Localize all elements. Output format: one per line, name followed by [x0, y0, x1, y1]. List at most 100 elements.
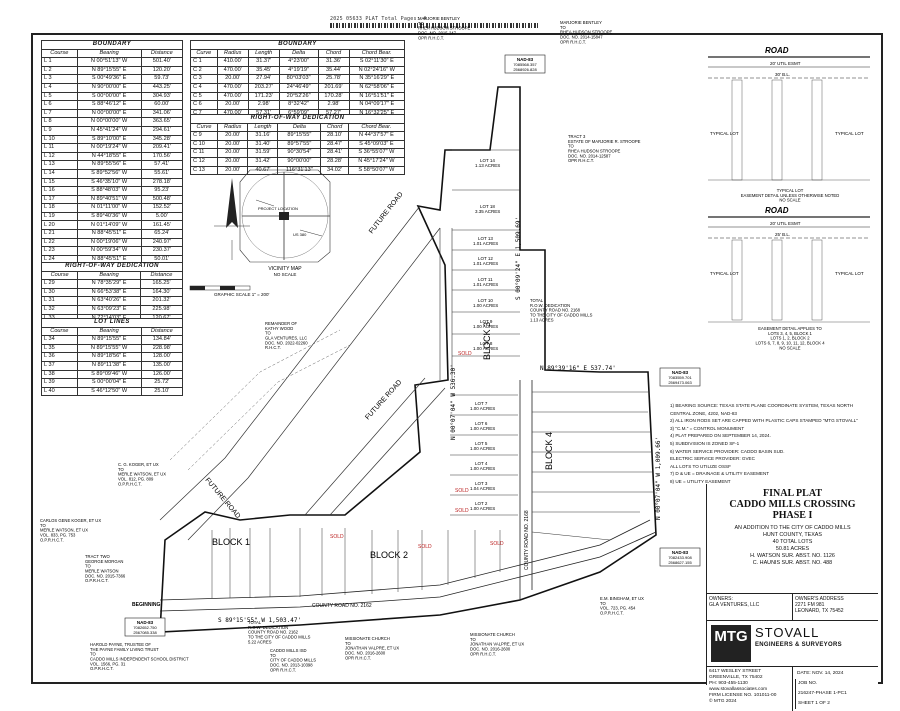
lot-acres: 1.00 ACRES [470, 506, 495, 511]
nad-box: NAD-83 7082652.750 2567085.338 [124, 617, 166, 637]
lot-labels: LOT 18 3.35 ACRES LOT 14 1.13 ACRES LOT … [470, 158, 500, 511]
sold-markers: SOLD SOLD SOLD SOLD SOLD SOLD [330, 351, 504, 550]
block-1-label: BLOCK 1 [212, 537, 250, 547]
svg-text:TYPICAL LOT: TYPICAL LOT [710, 271, 739, 276]
lot-acres: 1.01 ACRES [473, 282, 498, 287]
table-cell: 25.10' [140, 386, 184, 397]
plat-date: DATE: NOV. 14, 2024 [797, 671, 844, 676]
sheet-number: SHEET 1 OF 2 [795, 699, 876, 709]
svg-text:7083559.701: 7083559.701 [668, 375, 692, 380]
table-cell: 40.67' [247, 165, 279, 176]
lot-acres: 1.04 ACRES [470, 486, 495, 491]
road-easement-detail-1: ROAD 20' UTIL ESMT 30' B.L. TYPICAL LOT … [708, 46, 870, 203]
block-2-label: BLOCK 2 [370, 550, 408, 560]
title-block: FINAL PLAT CADDO MILLS CROSSING PHASE I … [706, 484, 878, 711]
drawing-number: 216247-PHASE 1-PC1 [795, 689, 876, 699]
svg-text:20' UTIL ESMT: 20' UTIL ESMT [770, 61, 801, 66]
lot-label: LOT 12 [478, 256, 493, 261]
bottom-long-bearing: S 89°15'55" W 1,503.47' [218, 617, 301, 624]
svg-text:30' B.L.: 30' B.L. [775, 72, 790, 77]
note-line: ALL LOTS TO UTILIZE OSSF [670, 463, 731, 469]
lot-acres: 1.00 ACRES [470, 406, 495, 411]
vicinity-map: PROJECT LOCATION US 380 VICINITY MAP NO … [239, 169, 331, 277]
sold-marker: SOLD [458, 351, 472, 357]
future-road-label-1: FUTURE ROAD [368, 191, 405, 235]
plat-title-line-2: CADDO MILLS CROSSING [729, 499, 856, 510]
svg-text:20' UTIL ESMT: 20' UTIL ESMT [770, 221, 801, 226]
mtg-logo-icon: MTG [711, 625, 751, 662]
note-line: 6) WATER SERVICE PROVIDER: CADDO BASIN S… [670, 448, 785, 454]
county-road-2168-label: COUNTY ROAD NO. 2168 [524, 510, 530, 570]
beginning-label: BEGINNING [132, 602, 160, 608]
svg-text:2569473.063: 2569473.063 [668, 380, 692, 385]
note-line: 8) UE = UTILITY EASEMENT [670, 478, 731, 484]
lot-label: LOT 11 [478, 277, 493, 282]
svg-text:7085568.357: 7085568.357 [513, 62, 537, 67]
note-line: 2) ALL IRON RODS SET ARE CAPPED WITH PLA… [670, 418, 858, 424]
lot-label: LOT 2 [475, 501, 488, 506]
lower-line-bearing: N 00°07'04" W 1,009.66' [655, 437, 662, 520]
owner-row: OWNERS:GLA VENTURES, LLC OWNER'S ADDRESS… [707, 594, 878, 621]
svg-text:7082433.908: 7082433.908 [668, 555, 692, 560]
top-long-bearing: N 89°39'16" E 537.74' [540, 365, 616, 372]
lot-acres: 1.00 ACRES [470, 446, 495, 451]
note-line: ELECTRIC SERVICE PROVIDER: GVEC [670, 456, 755, 462]
svg-text:NAD-83: NAD-83 [137, 620, 154, 625]
vicinity-title: VICINITY MAP [268, 266, 302, 272]
svg-text:TYPICAL LOT: TYPICAL LOT [710, 131, 739, 136]
title-block-head: FINAL PLAT CADDO MILLS CROSSING PHASE I … [707, 484, 878, 594]
nad-box: NAD-83 7085568.357 2568926.828 [504, 54, 546, 74]
stamp-text: 2025 05633 PLAT Total Pages: 4 [330, 16, 427, 22]
lot-label: LOT 6 [475, 421, 488, 426]
svg-text:NAD-83: NAD-83 [672, 370, 689, 375]
sold-marker: SOLD [455, 508, 469, 514]
firm-name: STOVALL [755, 625, 820, 640]
svg-text:25' B.L.: 25' B.L. [775, 232, 790, 237]
sold-marker: SOLD [490, 541, 504, 547]
svg-text:2568926.828: 2568926.828 [513, 67, 537, 72]
north-arrow-icon [214, 178, 250, 260]
vicinity-hwy-label: US 380 [293, 232, 307, 237]
lot-acres: 1.00 ACRES [473, 324, 498, 329]
lot-label: LOT 4 [475, 461, 488, 466]
lot-acres: 1.01 ACRES [473, 261, 498, 266]
lot-label: LOT 10 [478, 298, 493, 303]
owner-label: OWNERS: [709, 596, 733, 602]
table-cell: 34.02' [320, 165, 349, 176]
lot-acres: 1.00 ACRES [473, 346, 498, 351]
table-cell: S 58°50'07" W [347, 165, 406, 176]
table-cell: 20.00' [217, 165, 249, 176]
plat-title-line-3: PHASE I [772, 510, 813, 521]
job-label: JOB NO. [795, 679, 876, 689]
nad-box: NAD-83 7082433.908 2568627.155 [659, 547, 701, 567]
note-line: CENTRAL ZONE, 4202, NAD-83 [670, 410, 737, 416]
east-line-bearing: S 00°09'24" E 1,509.69' [515, 217, 522, 300]
graphic-scale: GRAPHIC SCALE 1" = 200' [189, 285, 269, 297]
note-line: 4) PLAT PREPARED ON SEPTEMBER 14, 2024. [670, 433, 771, 439]
firm-subtitle: ENGINEERS & SURVEYORS [755, 642, 842, 648]
note-line: 1) BEARING SOURCE: TEXAS STATE PLANE COO… [670, 403, 854, 408]
graphic-scale-label: GRAPHIC SCALE 1" = 200' [214, 292, 269, 297]
